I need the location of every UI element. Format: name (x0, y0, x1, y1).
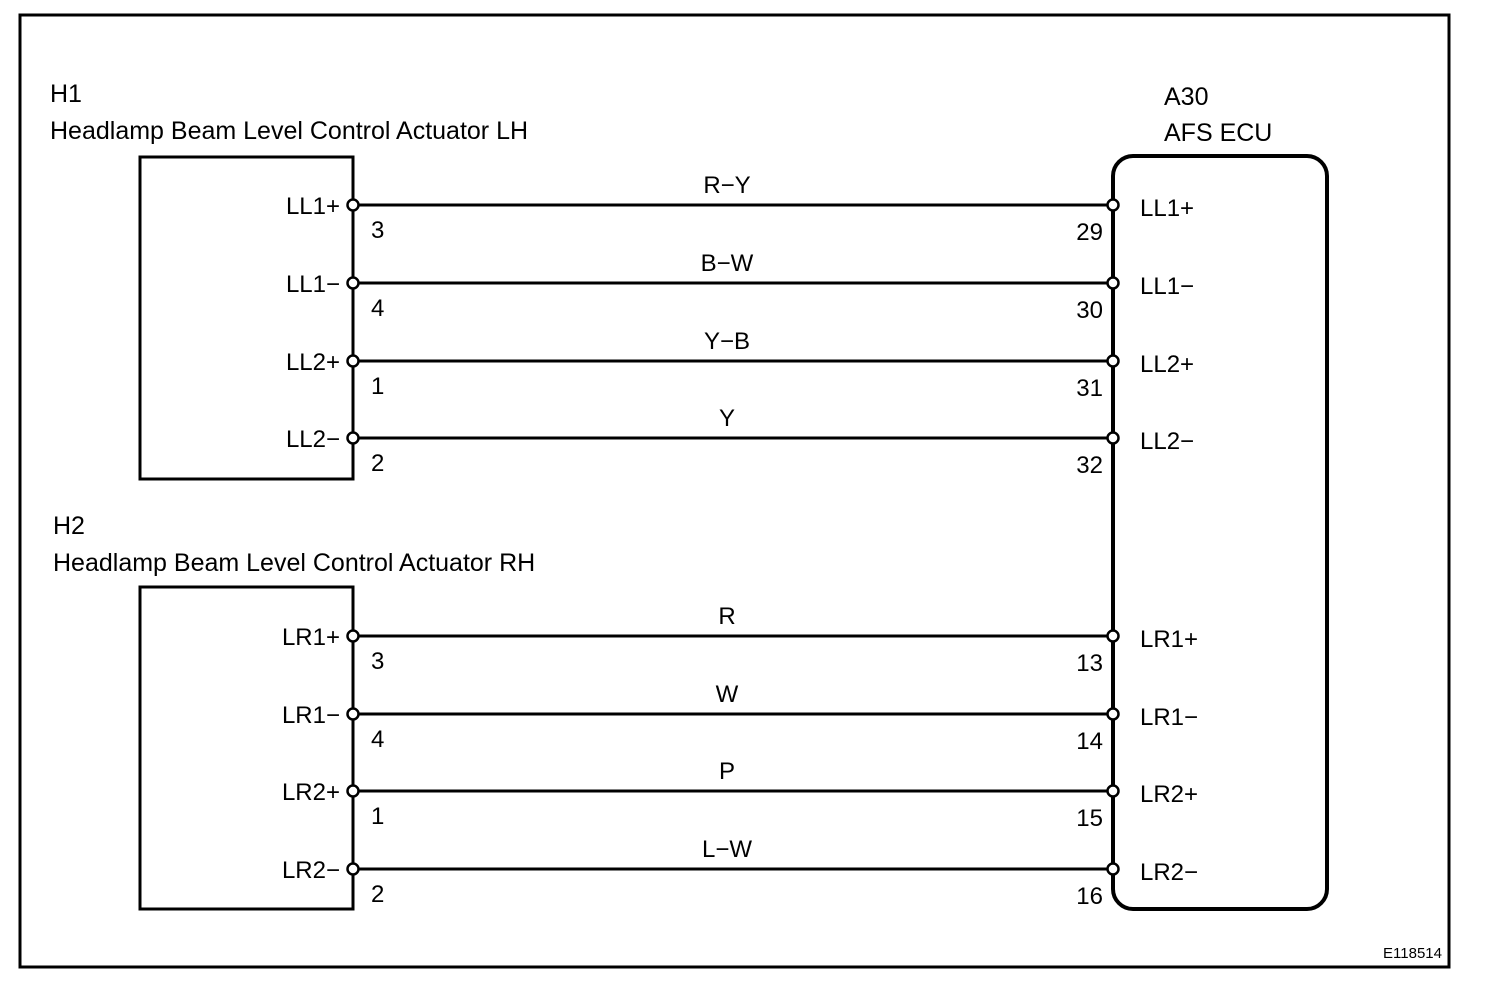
ecu-pin-label: LL1− (1140, 273, 1194, 300)
wire-color-label: Y−B (704, 328, 750, 355)
ecu-pin-number: 31 (1076, 375, 1103, 402)
ecu-terminal (1106, 862, 1120, 876)
ecu-connector-code: A30 (1164, 83, 1208, 111)
actuator-pin-label: LR1− (282, 702, 340, 729)
h1-actuator-box (138, 155, 355, 481)
wire-color-label: L−W (702, 836, 752, 863)
ecu-pin-label: LL1+ (1140, 195, 1194, 222)
actuator-terminal (346, 784, 360, 798)
ecu-terminal (1106, 707, 1120, 721)
wire-color-label: R−Y (703, 172, 750, 199)
actuator-pin-label: LL2+ (286, 349, 340, 376)
ecu-pin-number: 32 (1076, 452, 1103, 479)
actuator-terminal (346, 629, 360, 643)
ecu-box (1111, 154, 1329, 911)
ecu-pin-number: 30 (1076, 297, 1103, 324)
ecu-component-name: AFS ECU (1164, 119, 1272, 147)
ecu-pin-label: LR1+ (1140, 626, 1198, 653)
actuator-terminal (346, 431, 360, 445)
ecu-terminal (1106, 276, 1120, 290)
actuator-terminal (346, 276, 360, 290)
actuator-pin-label: LL2− (286, 426, 340, 453)
actuator-pin-number: 1 (371, 373, 384, 400)
actuator-pin-number: 3 (371, 648, 384, 675)
actuator-pin-label: LL1+ (286, 193, 340, 220)
wire-color-label: W (716, 681, 739, 708)
wire-color-label: Y (719, 405, 735, 432)
actuator-pin-label: LL1− (286, 271, 340, 298)
figure-code: E118514 (1383, 945, 1442, 962)
ecu-pin-number: 15 (1076, 805, 1103, 832)
h1-connector-code: H1 (50, 80, 82, 108)
ecu-pin-label: LR1− (1140, 704, 1198, 731)
actuator-pin-label: LR2+ (282, 779, 340, 806)
ecu-pin-label: LL2+ (1140, 351, 1194, 378)
actuator-terminal (346, 354, 360, 368)
h2-connector-code: H2 (53, 512, 85, 540)
actuator-pin-label: LR2− (282, 857, 340, 884)
h1-component-name: Headlamp Beam Level Control Actuator LH (50, 117, 528, 145)
ecu-terminal (1106, 354, 1120, 368)
actuator-pin-number: 4 (371, 295, 384, 322)
actuator-pin-number: 3 (371, 217, 384, 244)
ecu-pin-number: 16 (1076, 883, 1103, 910)
actuator-pin-label: LR1+ (282, 624, 340, 651)
ecu-pin-number: 29 (1076, 219, 1103, 246)
ecu-terminal (1106, 198, 1120, 212)
actuator-terminal (346, 862, 360, 876)
ecu-pin-number: 14 (1076, 728, 1103, 755)
ecu-pin-number: 13 (1076, 650, 1103, 677)
actuator-terminal (346, 707, 360, 721)
actuator-pin-number: 4 (371, 726, 384, 753)
actuator-pin-number: 2 (371, 450, 384, 477)
actuator-terminal (346, 198, 360, 212)
ecu-terminal (1106, 629, 1120, 643)
wire-color-label: P (719, 758, 735, 785)
wire-color-label: B−W (701, 250, 754, 277)
ecu-pin-label: LR2+ (1140, 781, 1198, 808)
ecu-terminal (1106, 431, 1120, 445)
diagram-frame (18, 13, 1451, 969)
h2-actuator-box (138, 585, 355, 911)
ecu-pin-label: LR2− (1140, 859, 1198, 886)
actuator-pin-number: 2 (371, 881, 384, 908)
actuator-pin-number: 1 (371, 803, 384, 830)
ecu-pin-label: LL2− (1140, 428, 1194, 455)
wire-color-label: R (718, 603, 735, 630)
h2-component-name: Headlamp Beam Level Control Actuator RH (53, 549, 535, 577)
ecu-terminal (1106, 784, 1120, 798)
